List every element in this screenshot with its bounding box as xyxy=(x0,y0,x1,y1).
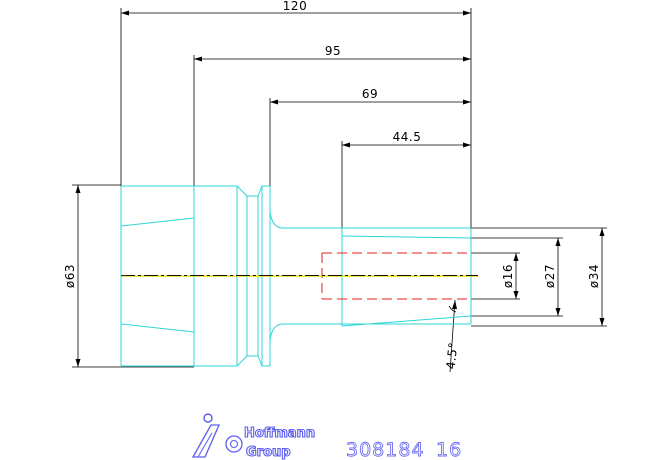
centerline xyxy=(121,275,478,277)
hoffmann-group-logo: Hoffmann Group xyxy=(191,413,316,460)
dimension-95: 95 xyxy=(193,44,471,186)
dimension-95-label: 95 xyxy=(325,44,341,58)
dimension-44-5: 44.5 xyxy=(341,130,471,228)
dimension-taper-angle-label: 4.5° xyxy=(444,341,461,369)
dimension-69: 69 xyxy=(269,87,471,186)
dimension-dia-16-label: ø16 xyxy=(501,264,515,288)
part-number-size: 16 xyxy=(436,439,462,460)
part-number: 308184 16 xyxy=(346,439,462,460)
dimension-dia-16: ø16 xyxy=(471,252,520,300)
logo-text-line1: Hoffmann xyxy=(244,426,315,441)
dimension-dia-27: ø27 xyxy=(471,237,563,317)
dimension-69-label: 69 xyxy=(362,87,378,101)
dimension-44-5-label: 44.5 xyxy=(393,130,422,144)
dimension-taper-angle: 4.5° xyxy=(444,299,461,373)
dimension-dia-34-label: ø34 xyxy=(587,264,601,288)
part-number-code: 308184 xyxy=(346,439,425,460)
logo-mark-icon xyxy=(191,413,243,458)
dimension-120: 120 xyxy=(120,0,472,228)
dimension-120-label: 120 xyxy=(283,0,307,13)
dimension-dia-63: ø63 xyxy=(63,184,194,368)
logo-text-line2: Group xyxy=(246,445,291,460)
dimension-dia-27-label: ø27 xyxy=(543,264,557,288)
dimension-dia-63-label: ø63 xyxy=(63,264,77,288)
dimension-dia-34: ø34 xyxy=(471,227,607,327)
